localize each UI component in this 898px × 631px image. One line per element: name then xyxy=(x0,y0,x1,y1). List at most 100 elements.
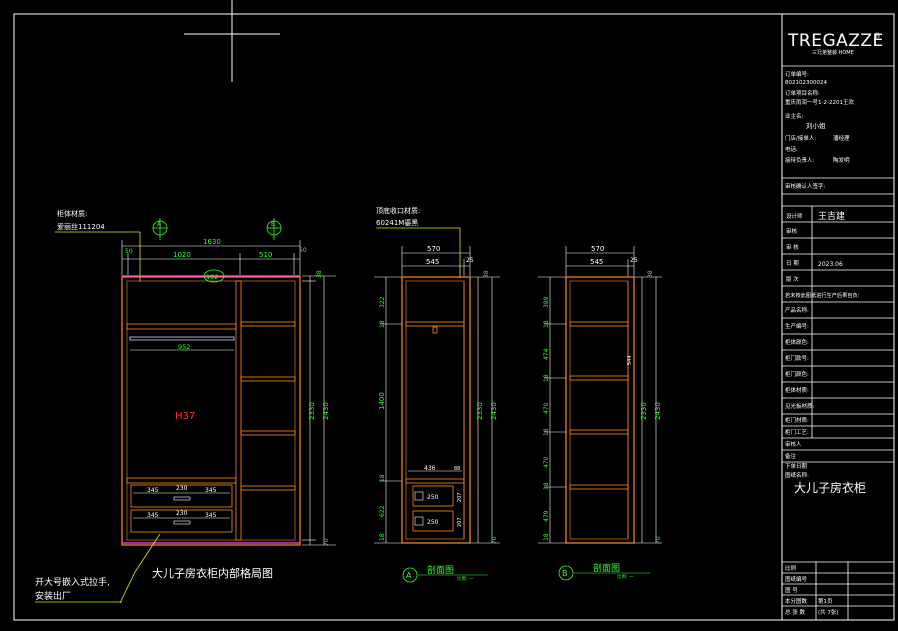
field-label-project: 订单项目名称: xyxy=(785,89,820,97)
bottom-page-value: 第1页 xyxy=(818,597,833,605)
section-b-inner-height: 2330 xyxy=(640,402,648,420)
section-a-rod-bracket xyxy=(432,326,438,334)
designer-label: 设计师 xyxy=(786,212,803,220)
tail-reviewer: 审核人 xyxy=(785,440,802,448)
section-a-drawer-1 xyxy=(412,485,454,507)
section-a-outer xyxy=(401,276,471,544)
section-b-bottom-gap: 70 xyxy=(655,536,662,544)
section-a-bottom-gap: 70 xyxy=(491,536,498,544)
section-b-tag: B xyxy=(562,569,568,578)
section-a-scale: 比例: 一 xyxy=(457,575,474,582)
section-a-drawer-side: 88 xyxy=(454,466,460,472)
section-a-drawer-1-height: 207 xyxy=(457,492,463,502)
front-center-divider xyxy=(235,280,242,541)
axis-marker-b xyxy=(266,218,282,240)
front-view-caption: 大儿子房衣柜内部格局图 xyxy=(152,566,273,580)
section-a-drawer-1-label: 250 xyxy=(427,494,439,501)
section-a-right-dims xyxy=(470,276,500,544)
section-a-shelf-drawer xyxy=(405,478,465,484)
drawing-name-value: 大儿子房衣柜 xyxy=(794,480,866,495)
section-a: 顶底收口材质: 60241M鎏黑 570 545 25 436 88 250 2… xyxy=(374,206,500,583)
section-b: 570 545 25 544 389 18 474 18 470 18 470 … xyxy=(538,245,662,581)
drawer-1-dim-mid: 230 xyxy=(176,485,188,492)
param-production-no: 生产编号: xyxy=(785,322,809,330)
drawer-2-dim-left: 345 xyxy=(147,512,159,519)
drawer-2-handle xyxy=(173,520,191,525)
tail-remarks: 备注 xyxy=(785,452,797,460)
drawer-1-dim-left: 345 xyxy=(147,487,159,494)
hanging-area-label: H37 xyxy=(175,411,195,422)
logo-registered-icon: ® xyxy=(874,32,881,40)
param-door-color: 柜门颜色: xyxy=(785,370,809,378)
dim-inner-width: 952 xyxy=(178,343,190,351)
section-b-h-7: 470 xyxy=(543,456,550,468)
section-a-drawer-width: 436 xyxy=(424,465,436,472)
param-cabinet-color: 柜体颜色: xyxy=(785,338,809,346)
param-product-name: 产品名称: xyxy=(785,306,809,314)
hanging-rod xyxy=(129,336,235,341)
section-b-outer xyxy=(565,276,635,544)
field-label-order-no: 订单编号: xyxy=(785,70,809,78)
field-owner-name: 刘小姐 xyxy=(806,121,826,130)
row-review: 审核 xyxy=(786,227,798,235)
bottom-page-count: 本分图数 xyxy=(785,597,808,605)
drawer-2-dim-mid: 230 xyxy=(176,510,188,517)
field-label-store: 门店/接单人: xyxy=(785,134,816,142)
axis-marker-b-label: B xyxy=(271,221,275,228)
front-right-shelf-3 xyxy=(240,430,296,436)
section-a-total-height: 2430 xyxy=(490,402,498,420)
param-visible-panel: 见光板材质: xyxy=(785,402,815,410)
section-a-drawer-2 xyxy=(412,510,454,532)
section-b-shelf-4 xyxy=(569,484,629,490)
section-b-depth-inner: 545 xyxy=(590,258,603,266)
front-cabinet-inner xyxy=(126,280,296,541)
handle-note-line2: 安装出厂 xyxy=(35,590,71,602)
section-a-h-4: 18 xyxy=(379,474,386,482)
front-material-leader xyxy=(55,231,141,282)
section-b-h-8: 18 xyxy=(543,482,550,490)
production-note: 若未按此图纸进行生产后果自负: xyxy=(785,291,860,299)
section-b-shelf-1 xyxy=(569,321,629,327)
section-b-h-10: 18 xyxy=(543,533,550,541)
section-b-caption: 剖面图 xyxy=(593,562,620,574)
section-b-h-9: 479 xyxy=(543,510,550,522)
bottom-total-value: (共 7张) xyxy=(818,608,839,616)
param-door-craft: 柜门工艺: xyxy=(785,428,809,436)
handle-note-line1: 开大号嵌入式拉手, xyxy=(35,576,110,588)
field-label-signature: 审核确认人签字: xyxy=(785,182,826,190)
row-date-value: 2023.06 xyxy=(818,261,843,268)
section-b-shelf-3 xyxy=(569,429,629,435)
dim-inner-height: 2330 xyxy=(308,402,316,420)
section-b-shelf-2 xyxy=(569,375,629,381)
section-b-h-3: 474 xyxy=(543,348,550,360)
section-b-total-height: 2430 xyxy=(654,402,662,420)
field-order-number: 802102300024 xyxy=(785,80,827,86)
front-material-value: 爱丽丝111204 xyxy=(57,222,105,231)
dim-bottom-gap: 70 xyxy=(323,538,330,546)
section-b-side-label: 544 xyxy=(627,355,633,365)
front-view: 柜体材质: 爱丽丝111204 A B 1630 50 1020 5 xyxy=(35,209,336,604)
section-b-right-dims xyxy=(634,276,662,544)
drawer-1 xyxy=(130,484,233,508)
section-b-scale: 比例: 一 xyxy=(617,573,634,580)
section-a-drawer-1-front xyxy=(414,491,424,501)
front-top-dimensions xyxy=(121,240,301,275)
section-a-tag-circle xyxy=(402,567,418,583)
dim-total-height: 2430 xyxy=(322,402,330,420)
front-top-tag-label: 182 xyxy=(206,273,218,281)
dim-right-width: 510 xyxy=(259,251,272,259)
section-b-h-6: 18 xyxy=(543,428,550,436)
bottom-figure-no: 图 号 xyxy=(785,586,798,594)
section-b-h-2: 18 xyxy=(543,320,550,328)
drawer-2 xyxy=(130,509,233,533)
drawer-1-dim-right: 345 xyxy=(205,487,217,494)
title-block xyxy=(782,65,894,620)
field-project-name: 重庆雨润一号1-2-2201王欢 xyxy=(785,98,854,106)
section-a-inner-height: 2330 xyxy=(476,402,484,420)
front-right-shelf-4 xyxy=(240,485,296,491)
section-a-h-5: 622 xyxy=(379,505,386,517)
drawer-1-handle xyxy=(173,496,191,501)
front-cabinet-outer xyxy=(121,275,301,546)
